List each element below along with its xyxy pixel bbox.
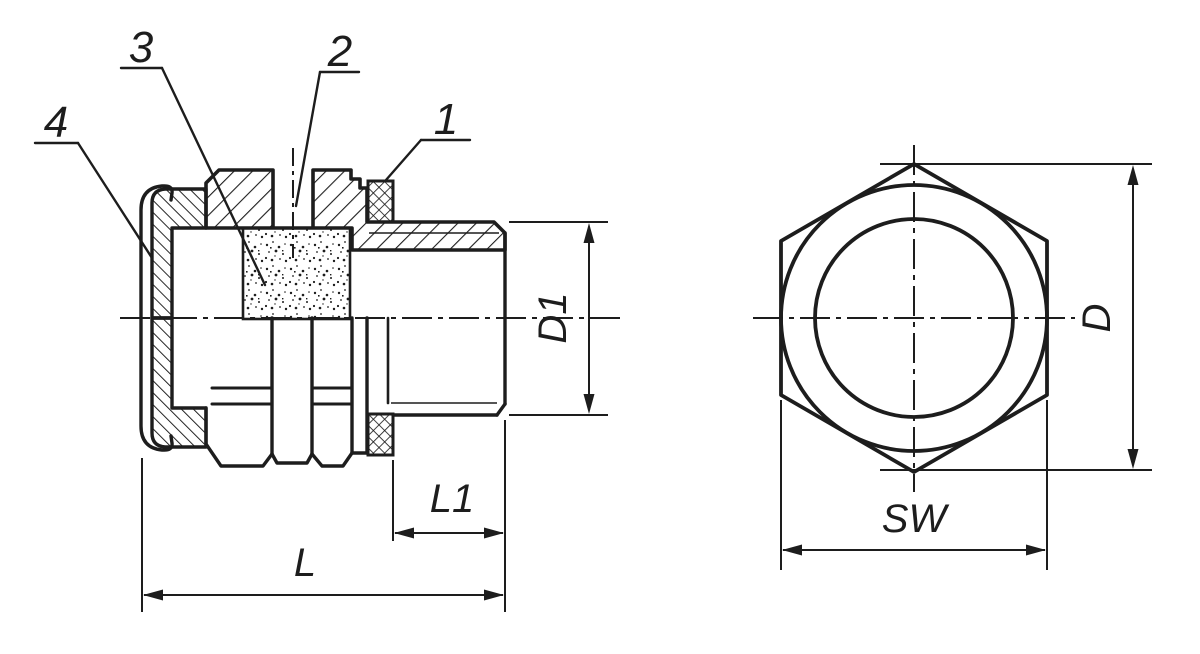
callout-4: 4	[33, 98, 154, 260]
callout-4-leader	[76, 141, 154, 260]
body-circle	[779, 183, 1049, 453]
callout-3: 3	[119, 23, 267, 287]
hex-outline	[779, 162, 1049, 474]
callout-1-leader	[384, 138, 423, 182]
callout-3-leader	[160, 66, 267, 287]
callout-2: 2	[294, 27, 361, 208]
dimension-l1: L1	[392, 420, 506, 612]
dimension-l: L	[141, 458, 504, 612]
cap-curl-lower	[139, 316, 174, 452]
cap-curl-upper	[139, 184, 174, 320]
seal-ring-lower	[366, 412, 395, 457]
dimension-d: D	[880, 163, 1152, 471]
filter-element	[241, 226, 352, 321]
callout-2-leader	[294, 70, 322, 208]
seal-ring-upper	[366, 179, 395, 224]
side-view-section	[120, 148, 620, 468]
cap-dome-circle	[813, 217, 1015, 419]
callout-2-label: 2	[327, 27, 352, 76]
dim-d1-label: D1	[531, 292, 575, 343]
body-external-lower	[204, 231, 507, 468]
callouts: 4 3 2 1	[33, 23, 472, 287]
callout-3-label: 3	[129, 23, 154, 72]
dim-l1-label: L1	[430, 477, 475, 521]
dim-d-label: D	[1075, 304, 1119, 333]
front-view	[753, 145, 1075, 492]
cap-section-upper	[150, 187, 208, 320]
dim-sw-label: SW	[882, 497, 950, 541]
dim-l-label: L	[294, 541, 316, 585]
callout-1-label: 1	[434, 95, 458, 144]
callout-1: 1	[384, 95, 472, 182]
dimension-sw: SW	[780, 400, 1048, 570]
dimension-d1: D1	[509, 221, 608, 416]
callout-4-label: 4	[44, 98, 68, 147]
cap-section-lower	[150, 316, 208, 449]
